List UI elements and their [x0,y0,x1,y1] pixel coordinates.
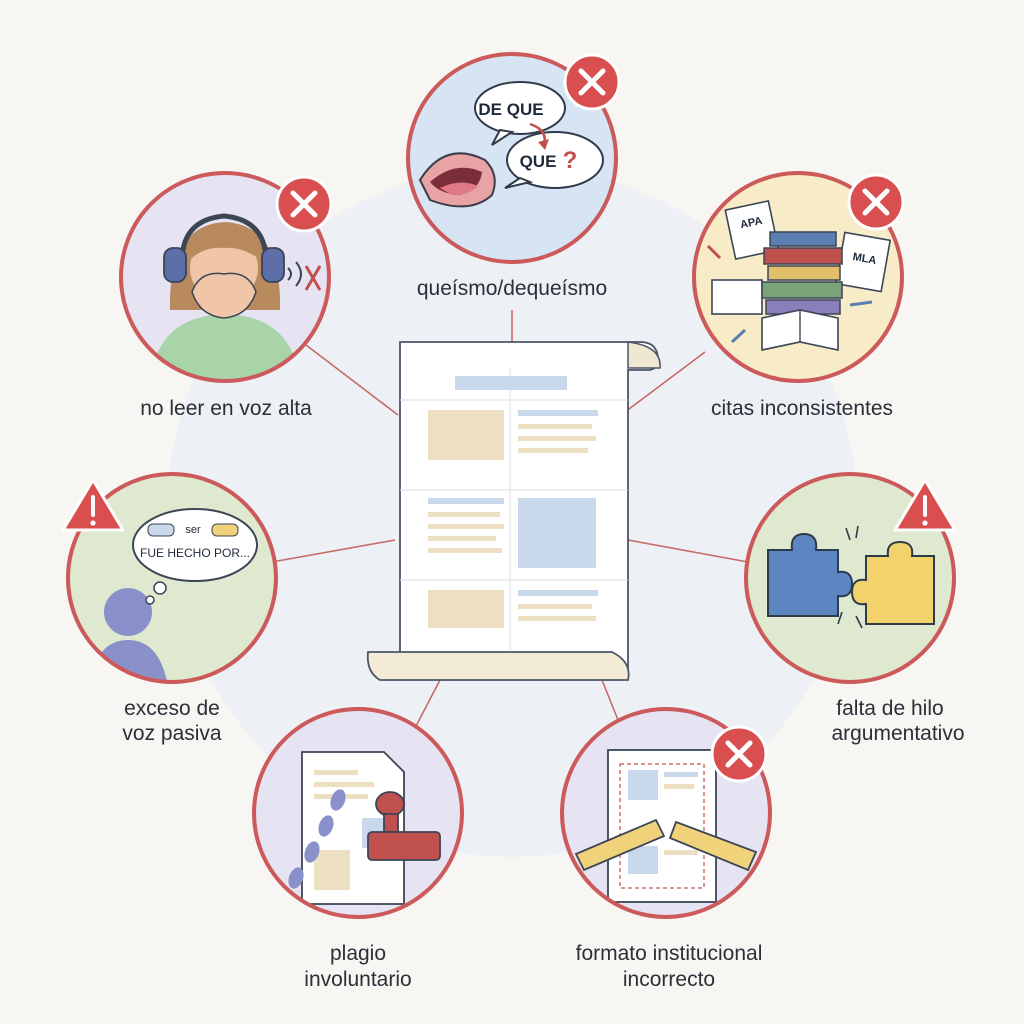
label-formato-line2: incorrecto [623,968,715,991]
connector-citas [624,351,706,413]
node-citas: APA MLA citas inconsistentes [692,171,904,420]
document-scroll-icon [366,341,661,681]
label-formato-line1: formato institucional [576,942,763,965]
node-plagio: plagio involuntario [252,707,464,991]
connector-hilo [627,539,749,563]
broken-puzzle-icon [767,525,935,629]
stamp-footprints-icon [288,751,441,905]
bubble-que: QUE [520,152,557,171]
error-icon [563,53,621,111]
connectors [271,310,749,729]
mouth-speech-icon: DE QUE QUE ? [418,81,604,208]
error-icon [275,175,333,233]
bubble-fue-hecho: FUE HECHO POR... [140,546,250,560]
label-queismo: queísmo/dequeísmo [417,277,607,300]
error-icon [710,725,768,783]
label-plagio-line1: plagio [330,942,386,965]
label-plagio-line2: involuntario [304,968,411,991]
connector-vozalta [305,344,399,416]
connector-pasiva [271,539,396,563]
warning-icon [893,478,957,532]
label-pasiva-line1: exceso de [124,697,220,720]
label-citas: citas inconsistentes [711,397,893,420]
label-voz-alta: no leer en voz alta [140,397,312,420]
warning-icon [61,478,125,532]
connector-plagio [414,679,441,729]
label-hilo-line2: argumentativo [831,722,964,745]
label-hilo-line1: falta de hilo [836,697,943,720]
tag-apa: APA [739,215,763,231]
label-pasiva-line2: voz pasiva [122,722,222,745]
error-icon [847,173,905,231]
bubble-ser: ser [185,524,201,536]
broken-ruler-icon [574,749,758,903]
thinking-person-icon: ser FUE HECHO POR... [86,508,258,682]
books-citations-icon: APA MLA [706,200,892,351]
tag-mla: MLA [852,251,878,267]
connector-formato [599,674,621,726]
question-mark: ? [563,147,578,174]
node-voz-alta: no leer en voz alta [119,171,331,420]
headphones-person-icon [150,213,322,381]
bubble-de-que: DE QUE [478,100,543,119]
node-queismo: DE QUE QUE ? queísmo/dequeísmo [406,52,618,300]
